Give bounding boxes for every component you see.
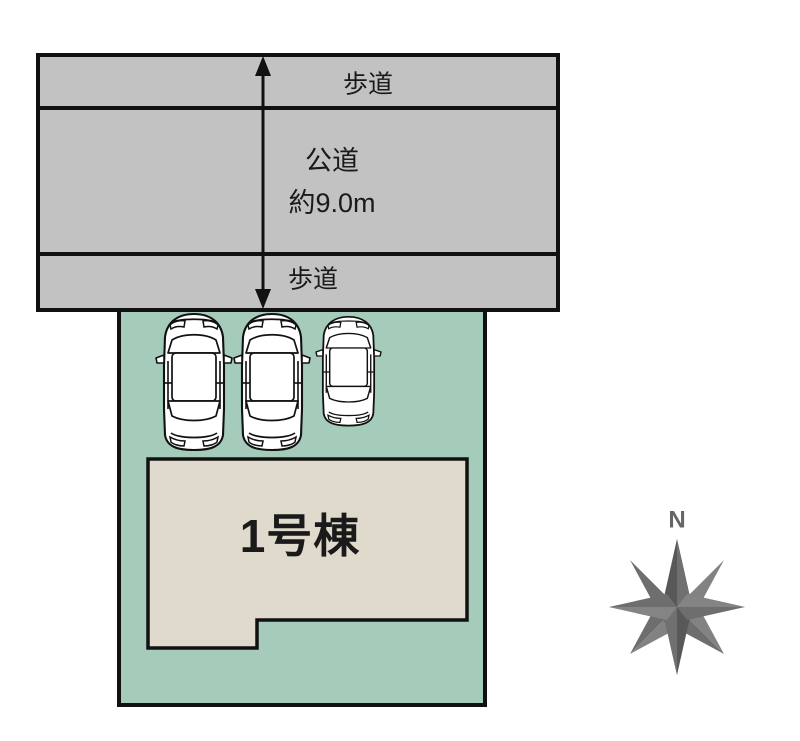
compass-rose: N (609, 506, 745, 675)
road-width-dimension-arrow (255, 56, 271, 309)
sidewalk-top-label: 歩道 (343, 71, 393, 99)
car-2 (232, 312, 312, 452)
arrowhead-up-icon (255, 56, 271, 76)
house-footprint-building-1 (146, 457, 469, 650)
roadway-label-name: 公道 (305, 146, 359, 176)
car-1 (154, 312, 234, 452)
lot-group: 1号棟 (117, 308, 487, 707)
car-3 (315, 315, 382, 427)
road-block (36, 53, 560, 312)
roadway-label-width: 約9.0m (288, 188, 375, 218)
house-label: 1号棟 (240, 510, 361, 562)
sidewalk-bottom-label: 歩道 (288, 266, 338, 294)
arrowhead-down-icon (255, 289, 271, 309)
public-road-group: 歩道 公道 約9.0m 歩道 (36, 53, 560, 312)
compass-star-icon (609, 539, 745, 675)
compass-north-label: N (668, 506, 685, 533)
